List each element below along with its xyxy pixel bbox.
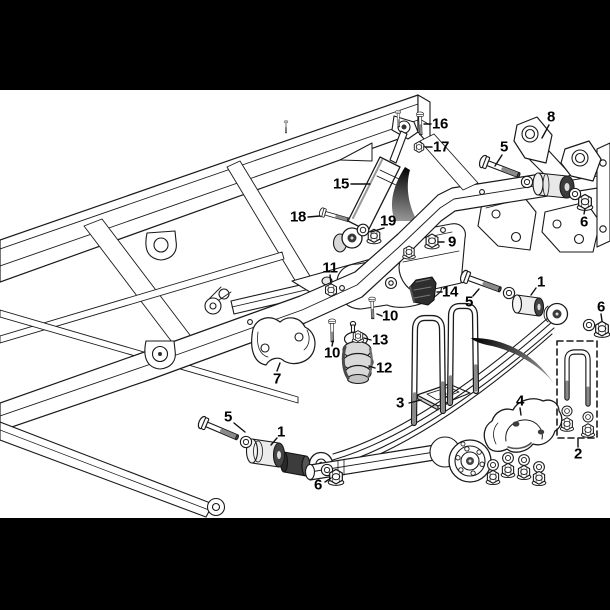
leader-line-6-8 (583, 208, 586, 215)
leader-line-7-21 (276, 362, 281, 372)
axle-cover (483, 398, 563, 453)
leader-line-4-19 (519, 407, 522, 416)
spring-shackle (513, 116, 602, 199)
leader-line-19-6 (370, 227, 385, 233)
hanger-cover-bracket (251, 317, 316, 366)
leader-line-5-3 (494, 154, 503, 167)
leader-line-12-17 (368, 365, 376, 369)
leader-line-1-12 (530, 287, 537, 296)
leader-line-3-18 (408, 399, 422, 404)
spring-bushings (245, 294, 545, 468)
leader-line-18-5 (307, 215, 321, 218)
leader-line-8-2 (541, 124, 550, 139)
u-bolt-kit-box (556, 340, 598, 439)
sweep-shade-upper (391, 167, 417, 221)
spring-hanger-brackets (477, 191, 601, 253)
leader-line-10-14 (376, 313, 383, 317)
u-bolts (410, 302, 480, 427)
callout-leader-lines (233, 123, 603, 483)
frame-left-structure (0, 160, 317, 404)
leader-line-6-13 (600, 313, 603, 322)
leader-line-13-15 (363, 337, 372, 341)
shock-absorber (332, 115, 419, 253)
axle-and-hub (304, 436, 492, 483)
leader-line-10-16 (331, 340, 334, 347)
leader-line-1-23 (270, 437, 278, 446)
leader-line-11-9 (329, 274, 332, 285)
rubber-pad (409, 276, 437, 306)
leader-line-6-24 (324, 477, 332, 483)
leader-line-5-22 (233, 422, 246, 433)
leader-line-5-11 (472, 288, 480, 297)
frame-near-rail (0, 133, 610, 518)
sweep-shade-lower (471, 337, 554, 384)
